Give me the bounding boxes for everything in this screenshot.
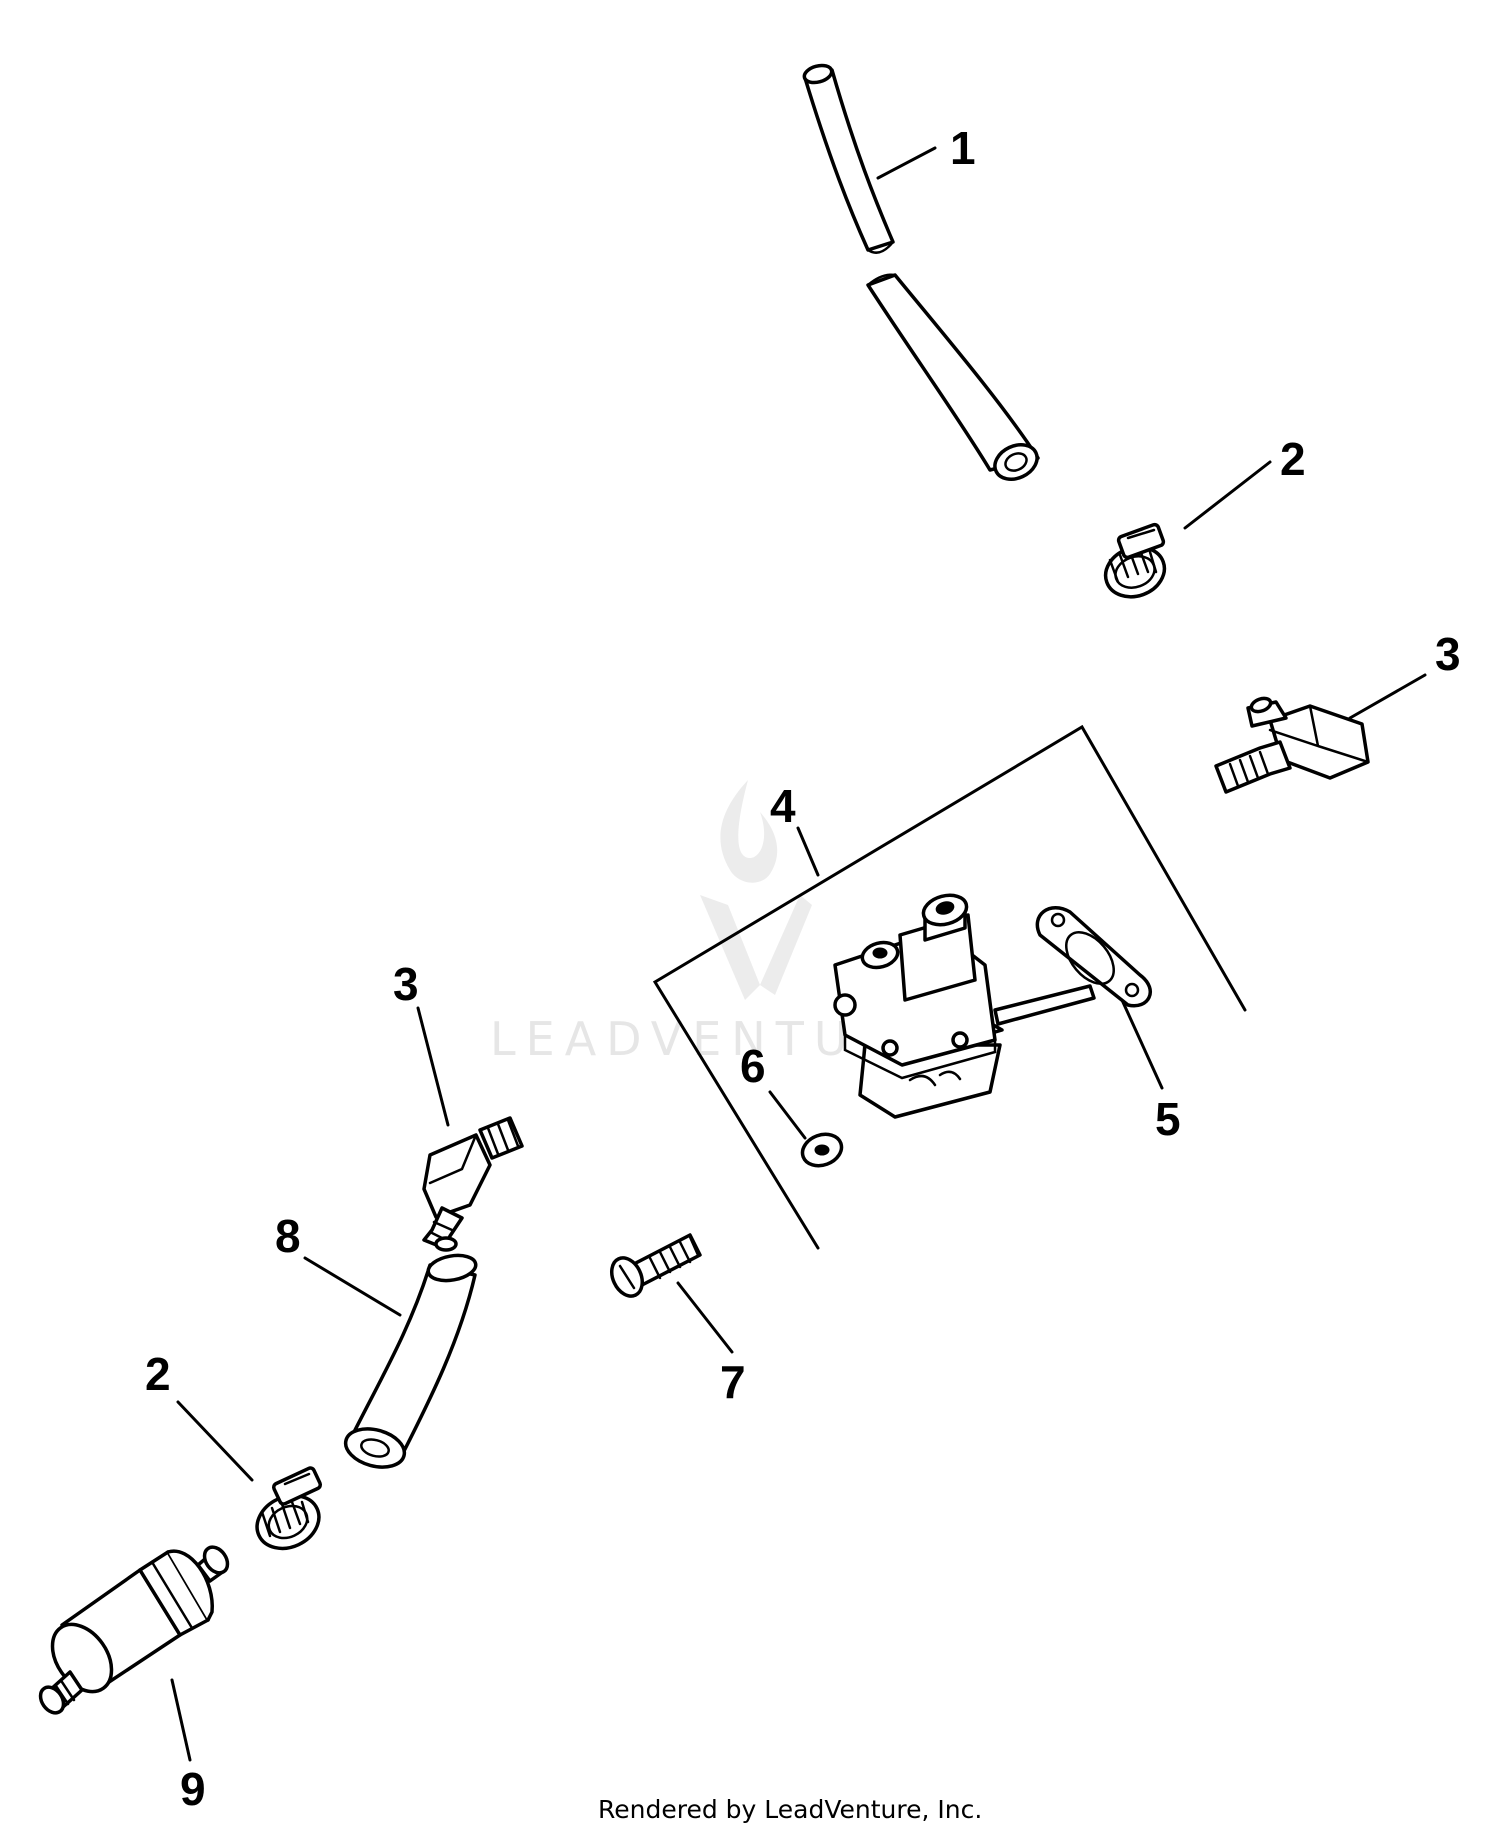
fuel-filter-part-9 — [38, 1545, 230, 1715]
leader-2-top — [1183, 460, 1272, 530]
hose-part-8 — [343, 1253, 478, 1469]
callout-7: 7 — [720, 1356, 746, 1408]
leader-9 — [170, 1678, 192, 1762]
leader-1 — [876, 146, 937, 180]
fuel-pump-part-4 — [833, 893, 1096, 1119]
leader-4 — [796, 826, 820, 877]
kit-bracket-4 — [652, 724, 1247, 1250]
leader-7 — [676, 1281, 734, 1354]
leader-6 — [768, 1090, 807, 1140]
elbow-fitting-part-3-right — [1214, 696, 1370, 794]
elbow-fitting-part-3-left — [422, 1116, 524, 1252]
callout-3-right: 3 — [1435, 628, 1461, 680]
leader-5 — [1120, 998, 1164, 1090]
callout-9: 9 — [180, 1763, 206, 1815]
hose-clamp-part-2-top — [1103, 522, 1167, 599]
callout-2-top: 2 — [1280, 433, 1306, 485]
gasket-part-5 — [1035, 906, 1152, 1008]
callout-1: 1 — [950, 122, 976, 174]
callout-8: 8 — [275, 1210, 301, 1262]
footer-credit: Rendered by LeadVenture, Inc. — [598, 1795, 982, 1824]
leader-3-left — [416, 1006, 450, 1127]
watermark-flame-logo — [700, 780, 812, 1000]
callout-3-left: 3 — [393, 958, 419, 1010]
callout-2-bottom: 2 — [145, 1348, 171, 1400]
callout-4: 4 — [770, 780, 796, 832]
callout-5: 5 — [1155, 1093, 1181, 1145]
fuel-hose-part-1 — [802, 63, 1040, 481]
leader-8 — [303, 1256, 402, 1317]
leader-3-right — [1348, 673, 1427, 720]
screw-part-7 — [610, 1233, 702, 1298]
washer-part-6 — [800, 1132, 844, 1168]
leader-2-bottom — [176, 1400, 254, 1482]
hose-clamp-part-2-bottom — [255, 1466, 323, 1551]
callout-6: 6 — [740, 1040, 766, 1092]
